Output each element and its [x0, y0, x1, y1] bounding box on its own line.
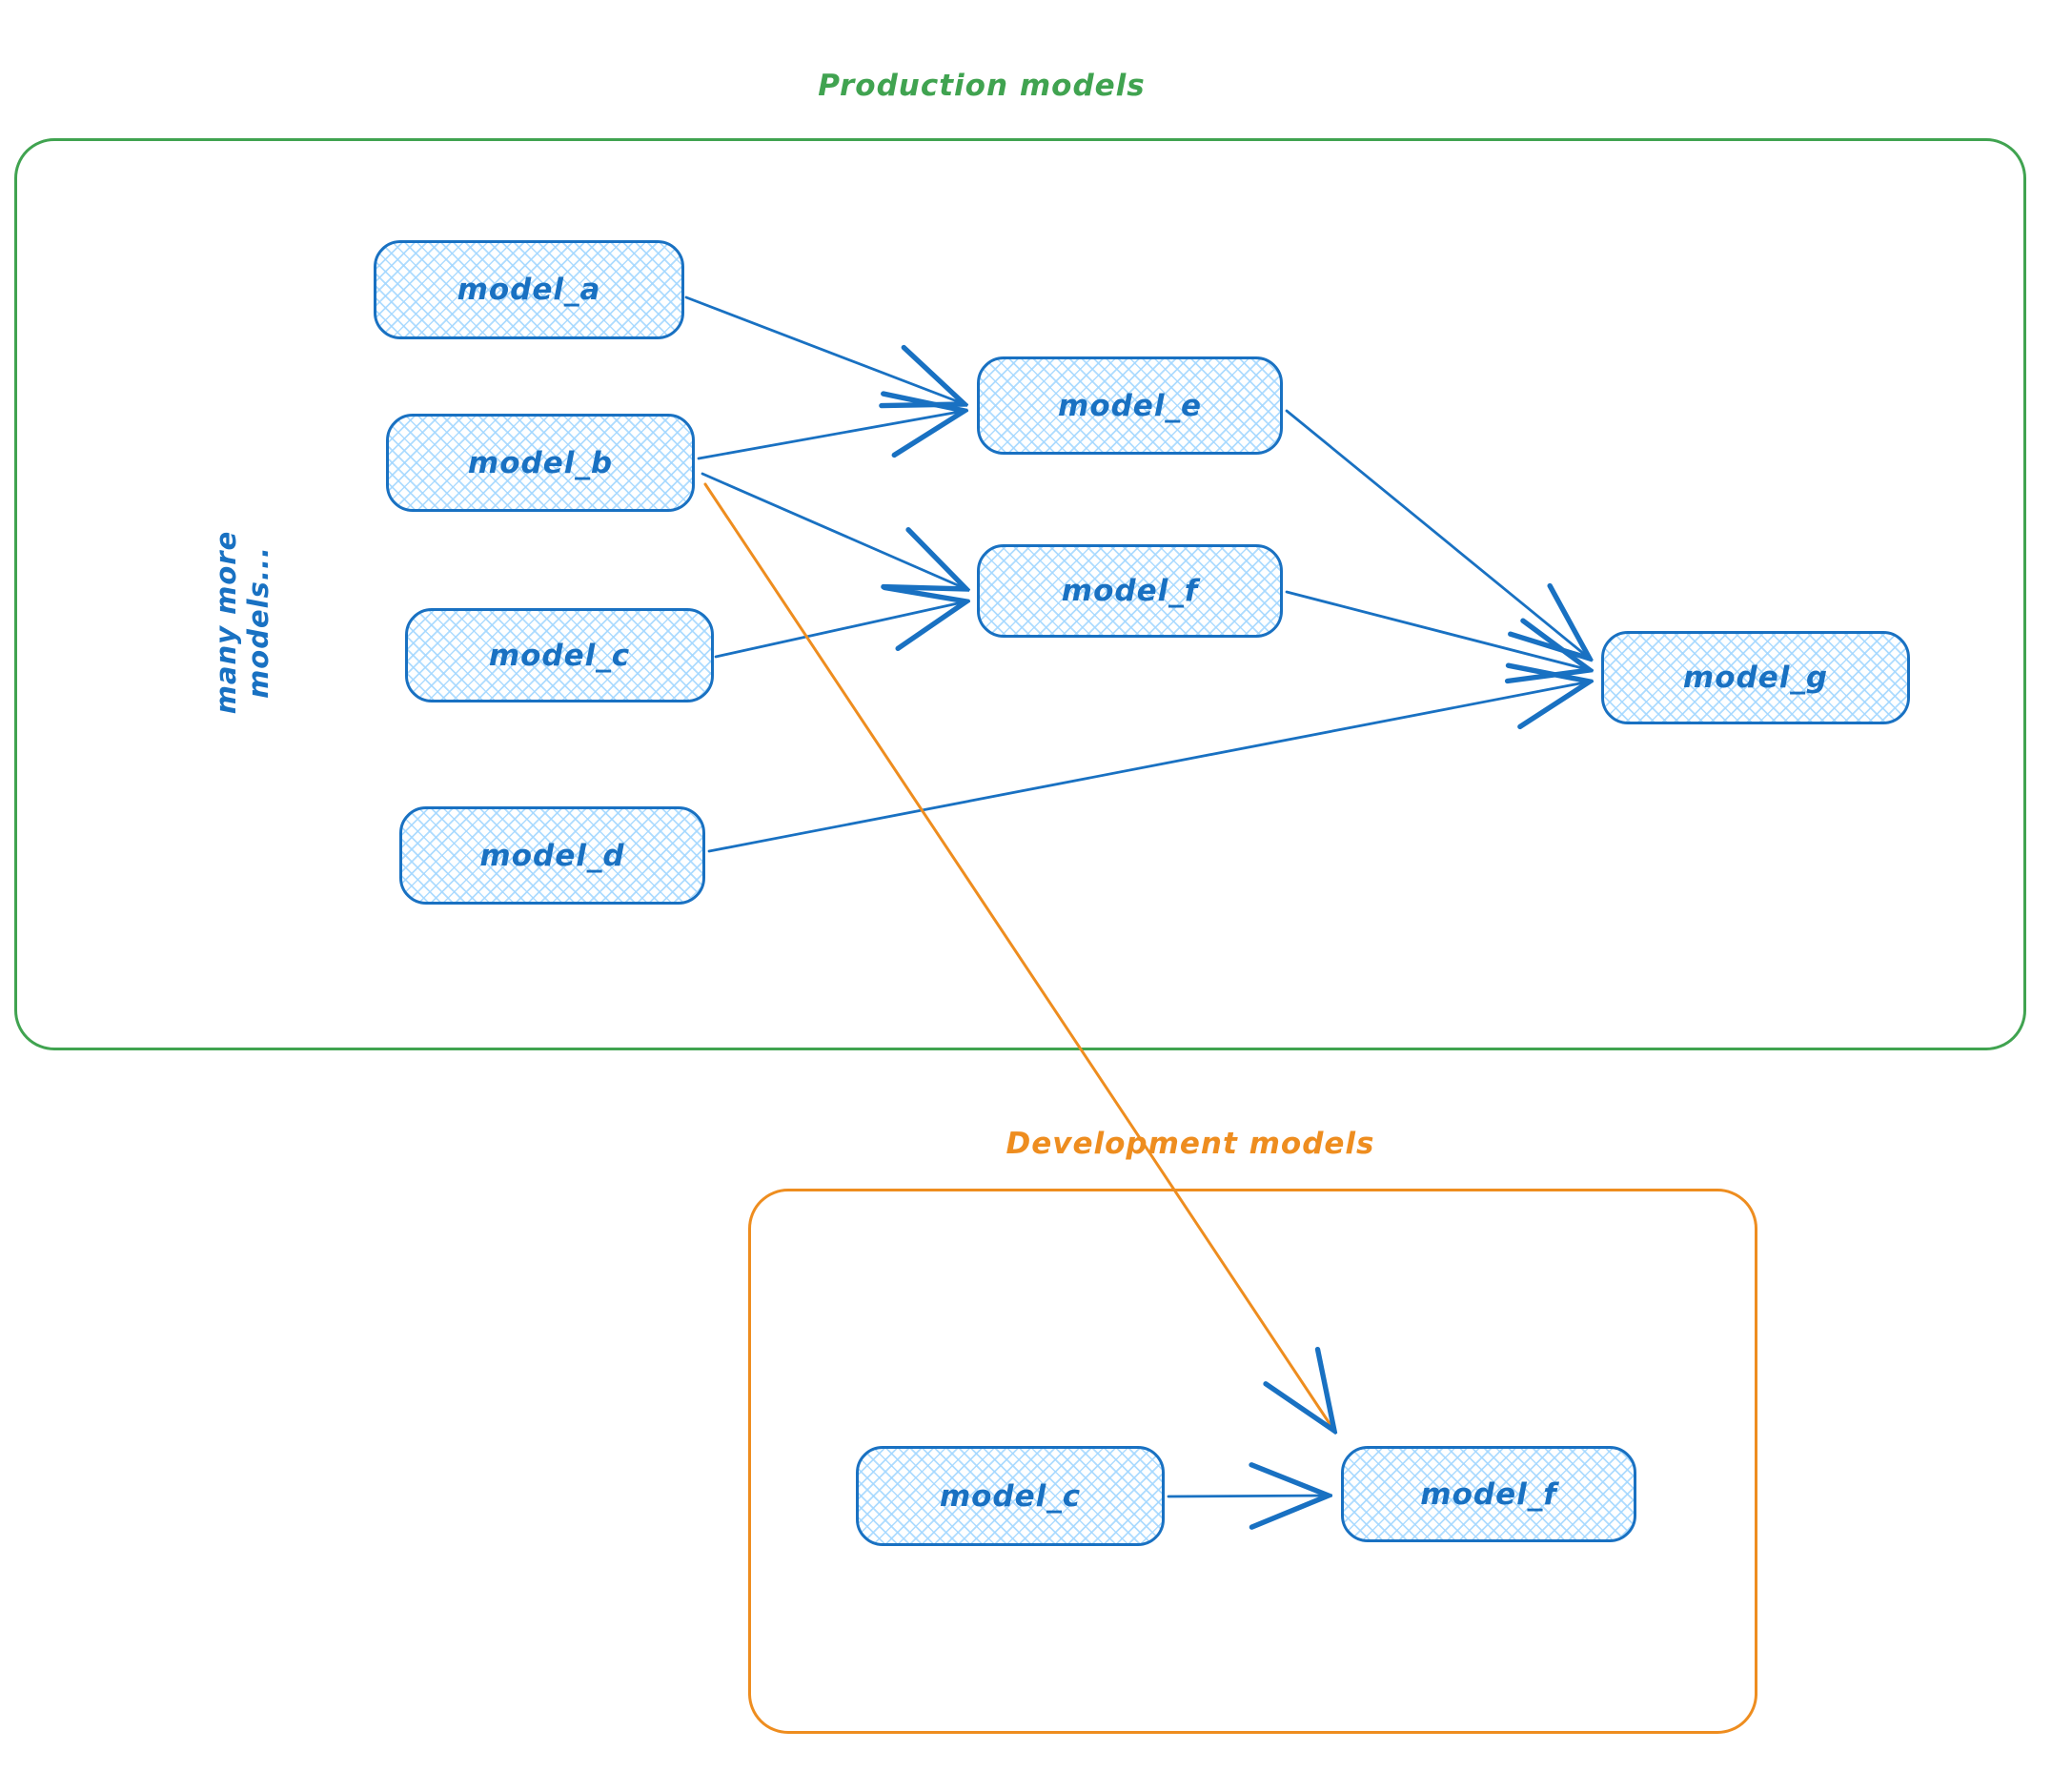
node-model-f: model_f	[977, 544, 1283, 638]
node-model-f-label: model_f	[1061, 574, 1199, 608]
node-model-b-label: model_b	[467, 445, 614, 480]
node-dev-model-c: model_c	[856, 1446, 1165, 1546]
node-model-c-label: model_c	[488, 638, 631, 673]
node-model-c: model_c	[405, 608, 714, 702]
node-model-g-label: model_g	[1682, 661, 1829, 695]
node-dev-model-f-label: model_f	[1420, 1476, 1557, 1512]
node-model-a-label: model_a	[457, 273, 601, 307]
node-model-d: model_d	[399, 806, 705, 905]
node-dev-model-f: model_f	[1341, 1446, 1636, 1542]
node-dev-model-c-label: model_c	[939, 1478, 1082, 1514]
development-title: Development models	[1006, 1127, 1375, 1161]
many-more-models-note: many more models...	[210, 530, 274, 715]
node-model-g: model_g	[1601, 631, 1910, 724]
node-model-e-label: model_e	[1058, 388, 1202, 423]
node-model-e: model_e	[977, 356, 1283, 455]
node-model-d-label: model_d	[479, 838, 625, 873]
node-model-b: model_b	[386, 414, 695, 512]
production-title: Production models	[818, 69, 1146, 103]
node-model-a: model_a	[374, 240, 684, 339]
